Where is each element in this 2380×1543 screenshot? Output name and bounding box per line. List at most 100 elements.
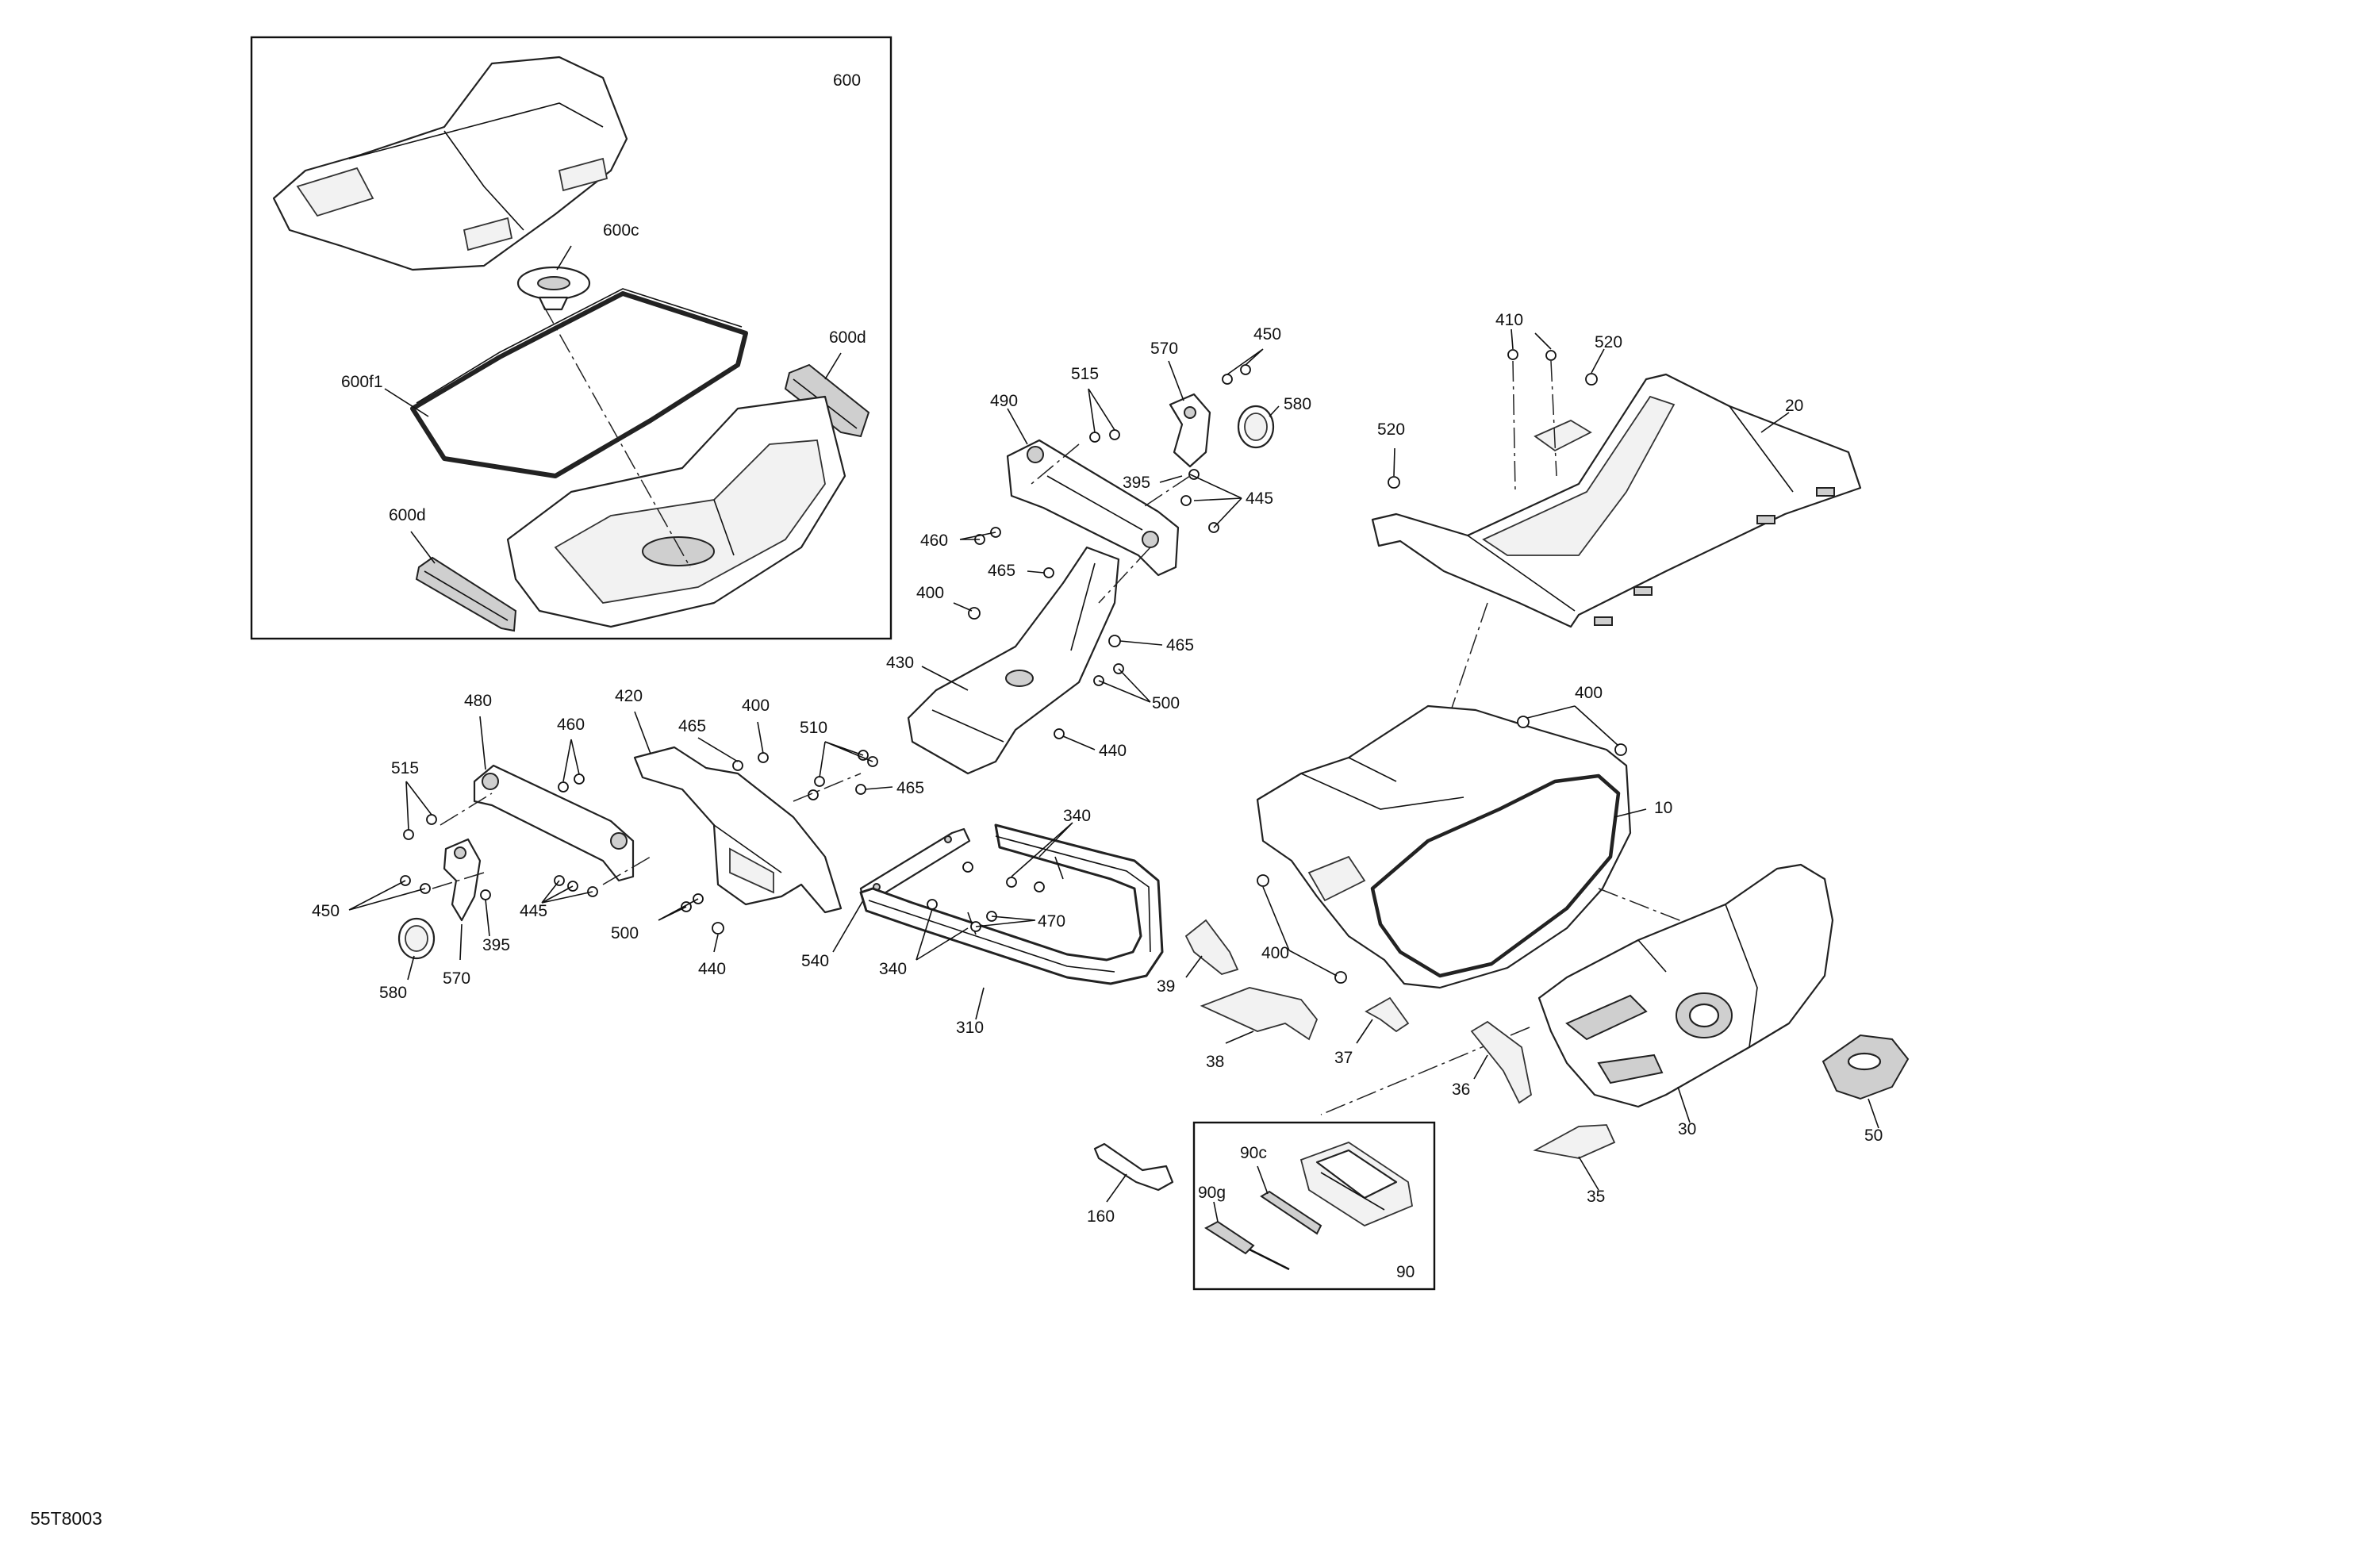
callout-90: 90 bbox=[1396, 1263, 1415, 1281]
leader bbox=[1011, 822, 1073, 877]
part-580-cap-top[interactable] bbox=[1237, 405, 1275, 449]
fastener-400-c1 bbox=[1517, 716, 1530, 728]
leader bbox=[1257, 1165, 1269, 1195]
leader bbox=[1591, 348, 1605, 374]
callout-520-a: 520 bbox=[1595, 333, 1622, 351]
leader bbox=[1868, 1098, 1879, 1129]
part-37-panel[interactable] bbox=[1365, 996, 1410, 1033]
leader bbox=[757, 721, 764, 754]
leader bbox=[1473, 1054, 1488, 1080]
leader bbox=[1356, 1019, 1373, 1044]
fastener-410-b bbox=[1545, 350, 1557, 361]
axis-line bbox=[440, 793, 493, 826]
part-480-bracket[interactable] bbox=[473, 764, 635, 882]
callout-515-top: 515 bbox=[1071, 365, 1099, 383]
leader bbox=[916, 908, 969, 961]
leader bbox=[1614, 808, 1647, 818]
part-600-tray[interactable] bbox=[506, 395, 846, 628]
leader bbox=[713, 934, 719, 953]
part-160-wrench[interactable] bbox=[1093, 1142, 1174, 1192]
callout-465-b: 465 bbox=[1166, 636, 1194, 654]
callout-340-a: 340 bbox=[1063, 807, 1091, 825]
axis-line bbox=[1031, 443, 1080, 485]
part-90g-screwdriver[interactable] bbox=[1204, 1220, 1290, 1271]
part-600d-pad-bottom[interactable] bbox=[415, 556, 517, 632]
leader bbox=[405, 781, 432, 831]
leader bbox=[556, 245, 572, 271]
callout-540: 540 bbox=[801, 952, 829, 970]
part-310-bumper-group: 340 340 470 310 bbox=[859, 807, 1164, 1037]
leader bbox=[824, 352, 842, 380]
axis-line bbox=[602, 856, 651, 885]
axis-line bbox=[1142, 475, 1191, 509]
callout-600: 600 bbox=[833, 71, 861, 90]
leader bbox=[819, 741, 873, 778]
part-570-bracket-top[interactable] bbox=[1169, 393, 1211, 468]
leader bbox=[1269, 405, 1280, 417]
part-50-latch[interactable] bbox=[1821, 1034, 1910, 1100]
callout-465-a: 465 bbox=[988, 562, 1015, 580]
left-bracket-group: 480 460 515 420 465 400 510 465 450 445 … bbox=[312, 687, 971, 1002]
leader bbox=[658, 898, 699, 921]
leader bbox=[975, 915, 1036, 927]
part-39-panel[interactable] bbox=[1184, 919, 1239, 975]
callout-39: 39 bbox=[1157, 977, 1175, 996]
part-430-support[interactable] bbox=[907, 546, 1120, 775]
callout-445-top: 445 bbox=[1246, 489, 1273, 508]
axis-line bbox=[793, 773, 862, 802]
fastener-520-a bbox=[1585, 373, 1598, 386]
leader bbox=[1168, 360, 1184, 401]
part-580-cap-left[interactable] bbox=[397, 917, 436, 960]
part-30-fascia[interactable] bbox=[1537, 863, 1834, 1108]
callout-570-top: 570 bbox=[1150, 340, 1178, 358]
part-570-bracket-left[interactable] bbox=[443, 838, 482, 922]
part-420-support[interactable] bbox=[633, 746, 843, 914]
callout-38: 38 bbox=[1206, 1053, 1224, 1071]
part-600c-latch[interactable] bbox=[516, 266, 591, 311]
callout-580-top: 580 bbox=[1284, 395, 1311, 413]
callout-450-top: 450 bbox=[1253, 325, 1281, 344]
part-38-panel[interactable] bbox=[1200, 987, 1319, 1041]
diagram-code: 55T8003 bbox=[30, 1508, 102, 1529]
fastener-410-a bbox=[1507, 349, 1518, 360]
leader bbox=[1189, 474, 1242, 528]
callout-440-top: 440 bbox=[1099, 742, 1127, 760]
leader bbox=[562, 739, 580, 782]
part-600f1-seal[interactable] bbox=[410, 288, 748, 478]
part-600-lid[interactable] bbox=[272, 56, 628, 271]
part-90-toolkit-case[interactable] bbox=[1299, 1141, 1414, 1227]
leader bbox=[410, 531, 436, 564]
part-20-cover[interactable] bbox=[1371, 373, 1862, 628]
callout-460-left: 460 bbox=[557, 716, 585, 734]
callout-30: 30 bbox=[1678, 1120, 1696, 1138]
leader bbox=[479, 716, 486, 770]
callout-410: 410 bbox=[1495, 311, 1523, 329]
callout-500-top: 500 bbox=[1152, 694, 1180, 712]
axis-line bbox=[1550, 360, 1557, 477]
leader bbox=[1225, 1031, 1254, 1044]
leader bbox=[1511, 328, 1552, 350]
callout-500-left: 500 bbox=[611, 924, 639, 942]
callout-90g: 90g bbox=[1198, 1184, 1226, 1202]
axis-line bbox=[432, 872, 485, 889]
part-35-panel[interactable] bbox=[1533, 1124, 1616, 1159]
part-20-cover-group: 410 520 520 20 bbox=[1371, 311, 1862, 802]
leader bbox=[1393, 447, 1395, 477]
leader bbox=[1185, 955, 1203, 978]
leader bbox=[1088, 388, 1115, 433]
part-36-panel[interactable] bbox=[1470, 1020, 1533, 1104]
part-10-tub[interactable] bbox=[1256, 704, 1632, 989]
part-90c-tool[interactable] bbox=[1260, 1190, 1322, 1235]
leader bbox=[1226, 348, 1264, 375]
leader bbox=[864, 786, 893, 790]
leader bbox=[1578, 1156, 1599, 1191]
callout-470: 470 bbox=[1038, 912, 1065, 931]
callout-480: 480 bbox=[464, 692, 492, 710]
callout-460-top: 460 bbox=[920, 532, 948, 550]
callout-35: 35 bbox=[1587, 1188, 1605, 1206]
axis-line bbox=[543, 305, 691, 568]
callout-450-left: 450 bbox=[312, 902, 340, 920]
part-490-support-bracket[interactable] bbox=[1006, 439, 1180, 577]
callout-400-a: 400 bbox=[916, 584, 944, 602]
part-310-bumper[interactable] bbox=[859, 823, 1164, 985]
